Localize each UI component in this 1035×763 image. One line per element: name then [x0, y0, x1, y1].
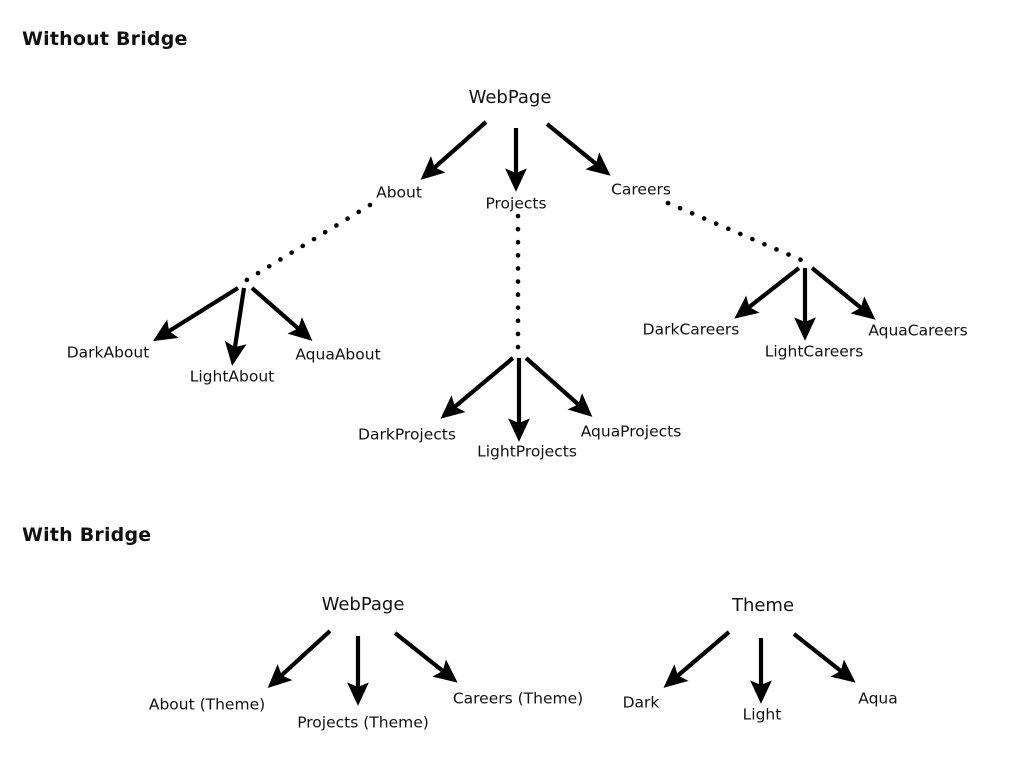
node-about: About — [376, 183, 422, 202]
node-theme: Theme — [731, 595, 795, 616]
section-title-with-bridge: With Bridge — [22, 524, 152, 546]
node-dark: Dark — [622, 693, 660, 712]
careers-junction-to-darkcareers — [734, 266, 801, 319]
node-aqua: Aqua — [858, 689, 898, 708]
node-aqua-about: AquaAbout — [295, 345, 381, 364]
webpage-to-about — [420, 120, 488, 180]
node-light: Light — [742, 705, 782, 724]
node-light-about: LightAbout — [189, 367, 275, 386]
about-to-junction-dotted — [242, 202, 373, 284]
node-aqua-careers: AquaCareers — [868, 321, 968, 340]
node-about-theme: About (Theme) — [148, 695, 266, 714]
node-dark-about: DarkAbout — [66, 343, 150, 362]
node-light-projects: LightProjects — [477, 442, 577, 461]
careers-junction-to-aquacareers — [810, 266, 876, 320]
section-title-without-bridge: Without Bridge — [22, 28, 188, 50]
about-junction-to-darkabout — [153, 286, 240, 342]
about-junction-to-lightabout — [224, 287, 247, 366]
node-dark-projects: DarkProjects — [358, 425, 456, 444]
theme-to-aqua — [792, 632, 856, 683]
node-webpage-top: WebPage — [468, 87, 552, 108]
node-projects: Projects — [485, 194, 547, 213]
about-junction-to-aquaabout — [250, 286, 313, 341]
projects-junction-to-aquaprojects — [524, 356, 593, 417]
theme-to-dark — [663, 630, 731, 688]
node-aqua-projects: AquaProjects — [580, 422, 682, 441]
webpage-to-careers — [545, 122, 611, 176]
projects-junction-to-darkprojects — [440, 356, 515, 419]
node-dark-careers: DarkCareers — [642, 320, 740, 339]
bridge-webpage-to-careers-theme — [393, 631, 458, 683]
node-careers-theme: Careers (Theme) — [452, 689, 584, 708]
node-projects-theme: Projects (Theme) — [297, 713, 429, 732]
careers-to-junction-dotted — [665, 200, 809, 265]
node-webpage-bridge: WebPage — [321, 594, 405, 615]
node-light-careers: LightCareers — [764, 342, 864, 361]
bridge-webpage-to-about-theme — [267, 629, 332, 688]
node-careers: Careers — [611, 180, 671, 199]
